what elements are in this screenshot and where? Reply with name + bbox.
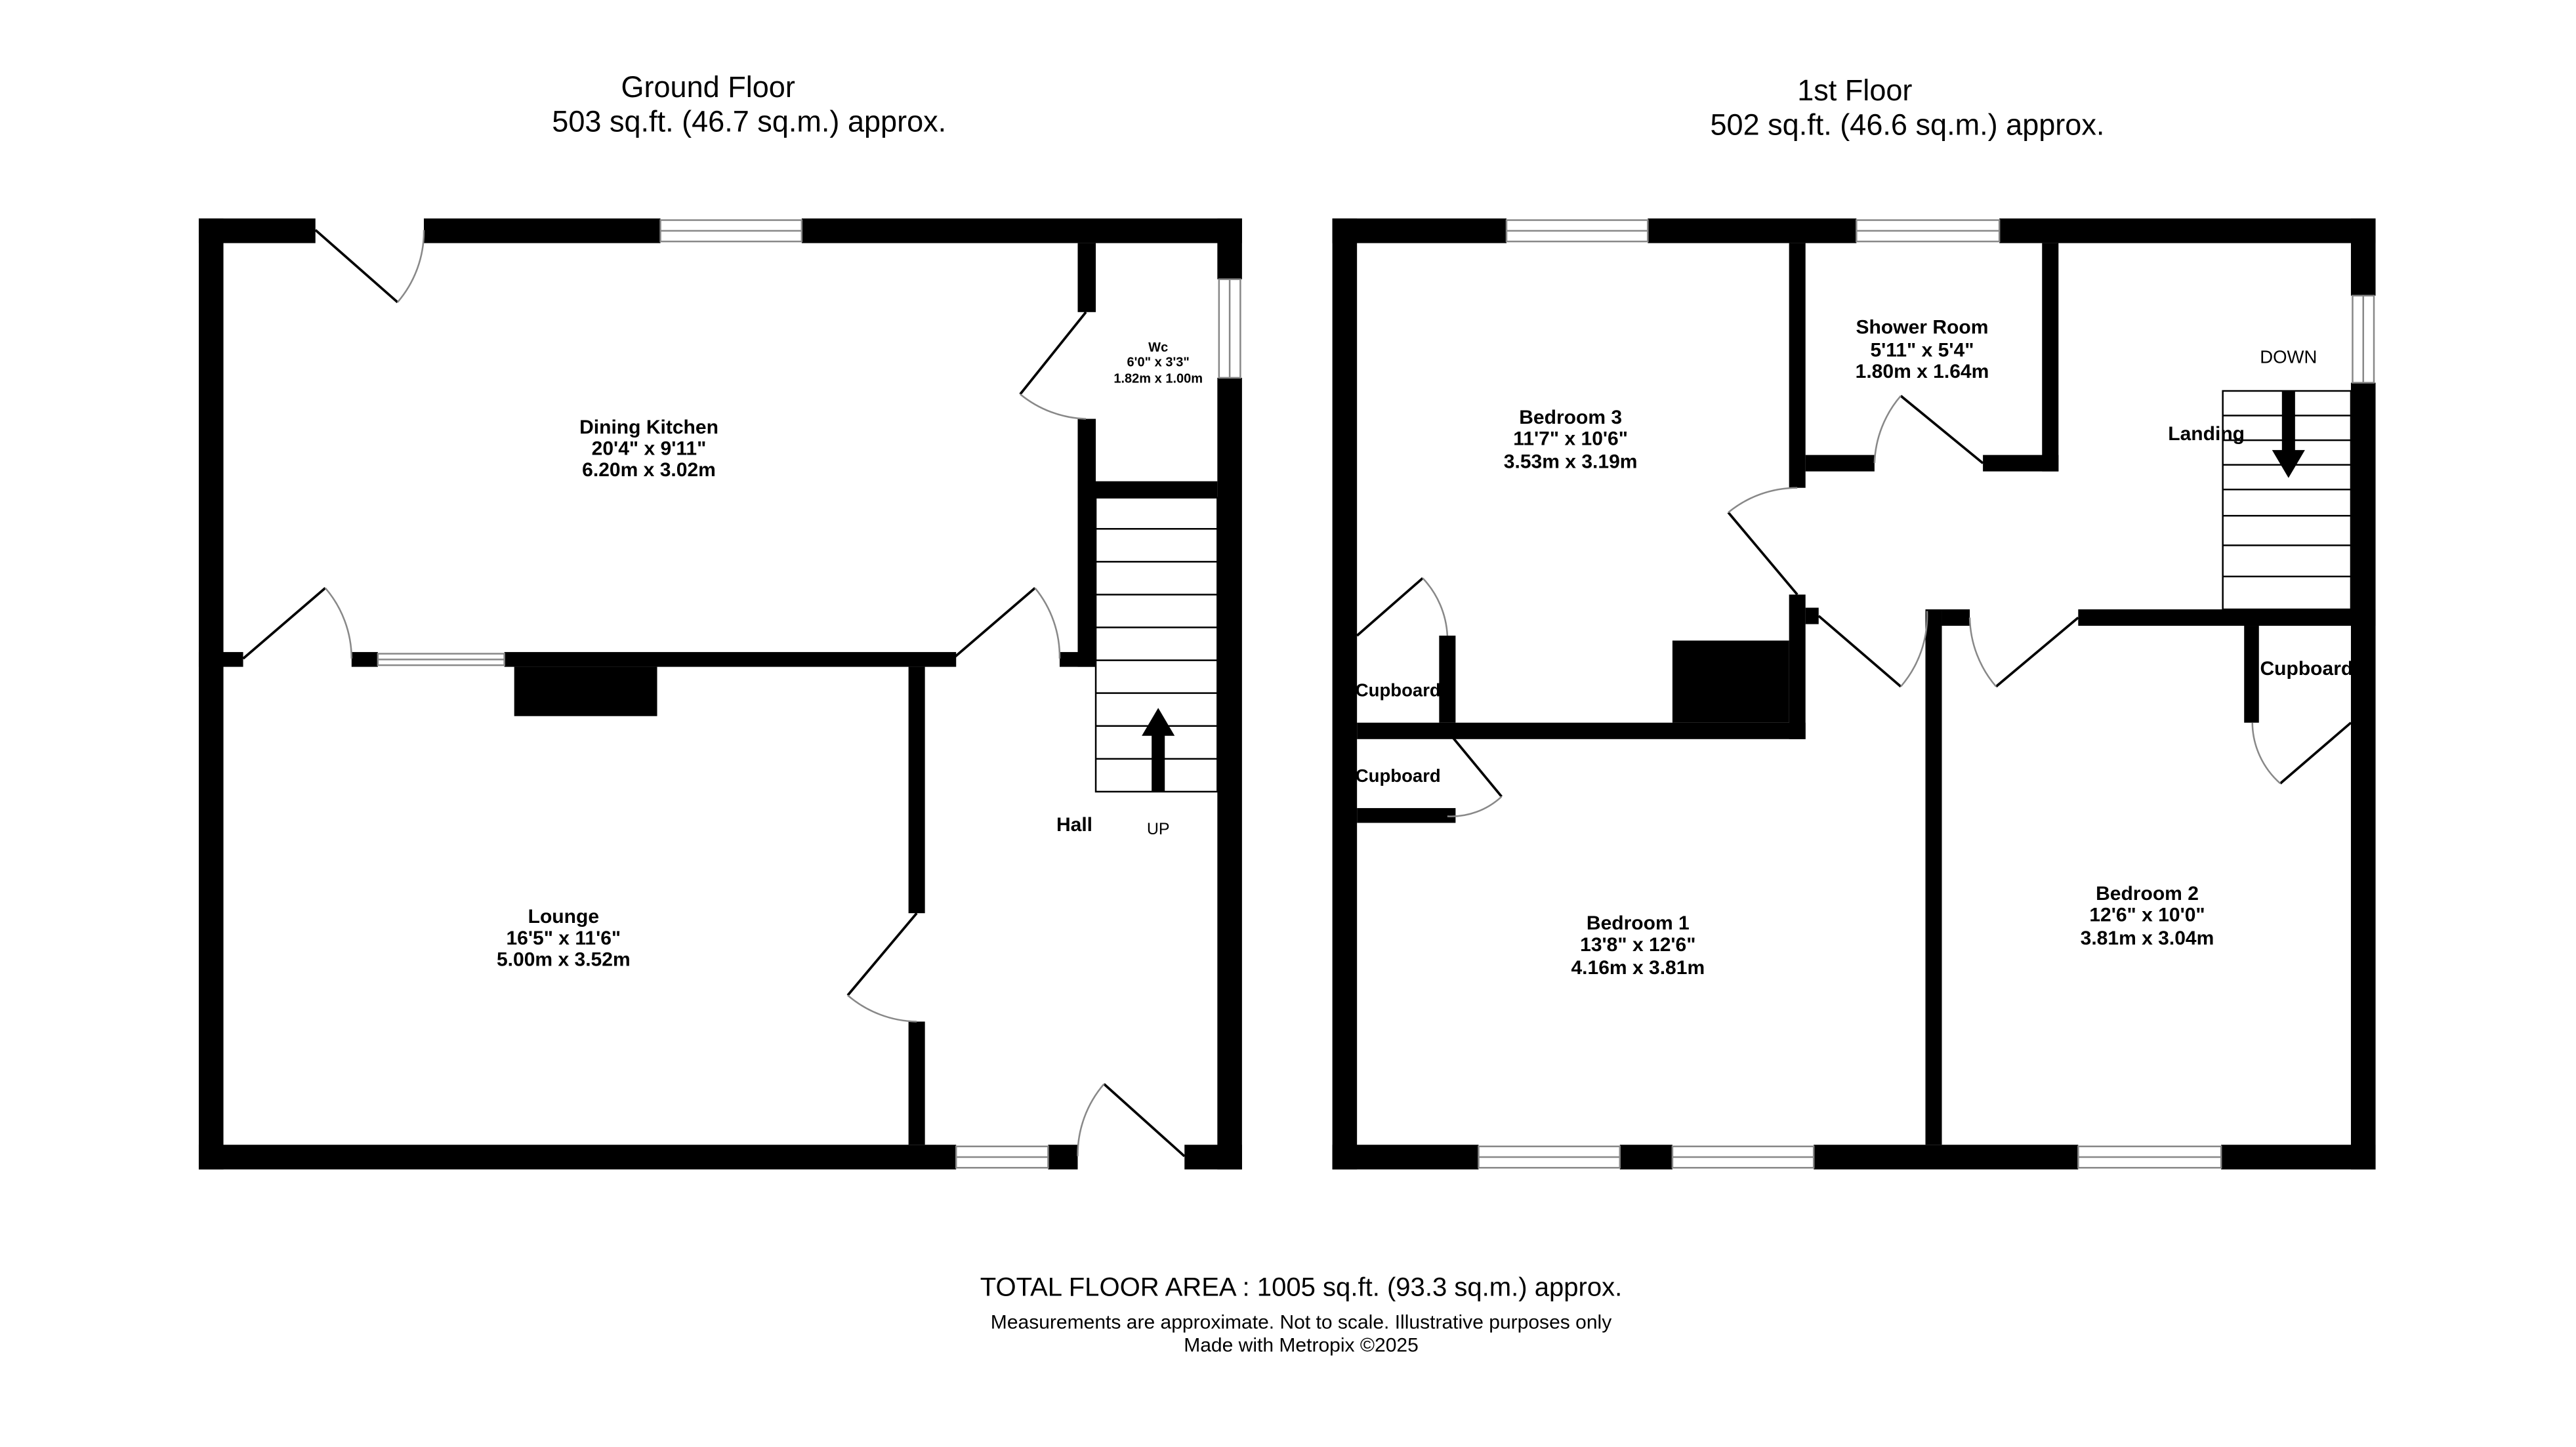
first-floor-labels: Bedroom 3 11'7" x 10'6" 3.53m x 3.19m Sh… bbox=[1356, 316, 2354, 978]
stairs-down-label: DOWN bbox=[2260, 346, 2317, 367]
room-dimensions-metric: 4.16m x 3.81m bbox=[1571, 957, 1705, 979]
chimney-breast bbox=[1672, 640, 1789, 723]
room-name: Lounge bbox=[528, 906, 599, 927]
room-dimensions-metric: 3.53m x 3.19m bbox=[1504, 451, 1638, 473]
room-name: Bedroom 2 bbox=[2096, 883, 2199, 905]
room-name: Hall bbox=[1056, 814, 1092, 836]
ground-floor-walls bbox=[198, 218, 1242, 1170]
ground-floor-area: 503 sq.ft. (46.7 sq.m.) approx. bbox=[552, 104, 946, 138]
first-floor-title: 1st Floor bbox=[1797, 73, 1912, 107]
ground-floor-title: Ground Floor bbox=[621, 70, 795, 104]
stairs-up-label: UP bbox=[1147, 820, 1170, 838]
room-dimensions-metric: 3.81m x 3.04m bbox=[2081, 927, 2214, 949]
ground-floor-labels: Dining Kitchen 20'4" x 9'11" 6.20m x 3.0… bbox=[497, 340, 1203, 970]
room-name: Dining Kitchen bbox=[579, 417, 718, 438]
room-name: Bedroom 1 bbox=[1587, 912, 1690, 934]
first-floor-walls bbox=[1332, 218, 2376, 1170]
room-dimensions-imperial: 11'7" x 10'6" bbox=[1513, 428, 1628, 450]
first-floor-doors bbox=[1356, 395, 2352, 817]
room-dimensions-imperial: 16'5" x 11'6" bbox=[506, 927, 621, 949]
room-dimensions-imperial: 20'4" x 9'11" bbox=[592, 438, 707, 460]
first-floor-windows bbox=[1478, 219, 2375, 1169]
ground-floor-doors bbox=[242, 229, 1186, 1158]
room-dimensions-metric: 5.00m x 3.52m bbox=[497, 948, 631, 970]
room-dimensions-imperial: 13'8" x 12'6" bbox=[1580, 934, 1695, 956]
room-name: Wc bbox=[1148, 340, 1168, 355]
room-name: Landing bbox=[2168, 423, 2245, 445]
ground-floor-windows bbox=[377, 219, 1241, 1169]
room-dimensions-metric: 1.80m x 1.64m bbox=[1856, 361, 1989, 382]
room-dimensions-metric: 6.20m x 3.02m bbox=[582, 459, 716, 481]
disclaimer: Measurements are approximate. Not to sca… bbox=[991, 1312, 1611, 1334]
room-dimensions-imperial: 5'11" x 5'4" bbox=[1870, 339, 1974, 361]
chimney-breast bbox=[514, 666, 657, 716]
room-name: Cupboard bbox=[2260, 658, 2353, 680]
first-floor-area: 502 sq.ft. (46.6 sq.m.) approx. bbox=[1710, 108, 2104, 141]
credit: Made with Metropix ©2025 bbox=[1184, 1335, 1419, 1356]
stairs-up-arrow-icon bbox=[1142, 708, 1175, 792]
room-name: Cupboard bbox=[1356, 765, 1441, 786]
total-floor-area: TOTAL FLOOR AREA : 1005 sq.ft. (93.3 sq.… bbox=[980, 1273, 1623, 1302]
room-name: Cupboard bbox=[1356, 680, 1441, 701]
room-dimensions-imperial: 12'6" x 10'0" bbox=[2089, 905, 2205, 926]
first-floor-stairs bbox=[2222, 390, 2352, 611]
stairs-down-arrow-icon bbox=[2272, 390, 2305, 478]
room-dimensions-imperial: 6'0" x 3'3" bbox=[1127, 355, 1190, 369]
room-name: Shower Room bbox=[1856, 316, 1989, 338]
room-name: Bedroom 3 bbox=[1519, 407, 1622, 428]
room-dimensions-metric: 1.82m x 1.00m bbox=[1113, 371, 1203, 386]
